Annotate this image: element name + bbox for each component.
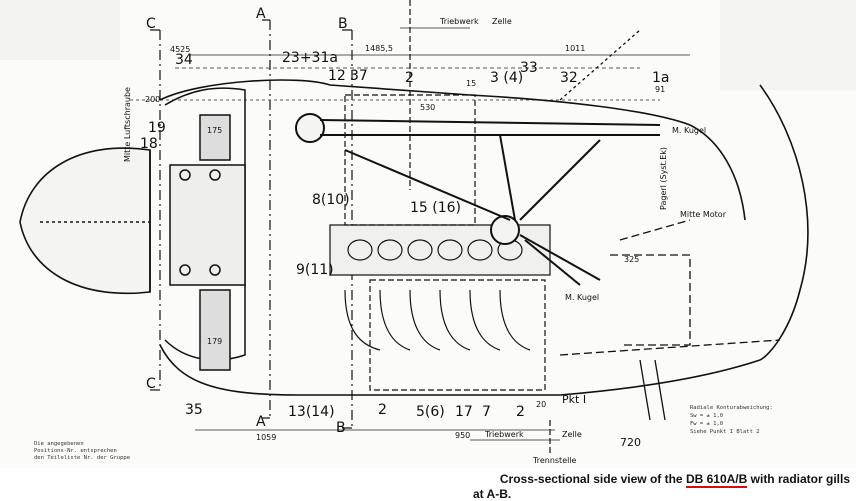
section-b-bottom: B — [336, 420, 346, 436]
part-37: 37 — [350, 68, 368, 84]
section-labels: C C A A B B — [146, 6, 348, 436]
part-13-14: 13(14) — [288, 404, 335, 420]
point-1: Pkt I — [562, 393, 586, 406]
part-3-4: 3 (4) — [490, 70, 523, 86]
note-line: Die angegebenen — [34, 441, 84, 447]
dim-15: 15 — [466, 79, 476, 88]
dim-950: 950 — [455, 431, 470, 440]
part-18: 18 — [140, 136, 158, 152]
dim-4525: 4525 — [170, 45, 190, 54]
part-32: 32 — [560, 70, 578, 86]
caption-after: with radiator gills — [747, 472, 850, 486]
note-line: Siehe Punkt I Blatt 2 — [690, 429, 760, 435]
note-line: Radiale Konturabweichung: — [690, 405, 773, 411]
part-12: 12 — [328, 68, 346, 84]
radiator-gills — [559, 29, 781, 421]
engine-cross-section-drawing: C C A A B B 1485,5 1011 4525 530 15 200 … — [0, 0, 856, 465]
section-b-top: B — [338, 16, 348, 32]
note-line: den Teileliste Nr. der Gruppe — [34, 455, 131, 461]
cowling-front — [164, 87, 246, 371]
note-line: Sw = ± 1,0 — [690, 413, 724, 419]
cowling-shell — [159, 79, 809, 396]
part-19: 19 — [148, 120, 166, 136]
part-7: 7 — [482, 404, 491, 420]
caption-line-2: at A-B. — [473, 487, 512, 501]
dim-530: 530 — [420, 103, 435, 112]
part-35: 35 — [185, 402, 203, 418]
engine-mount-struts — [295, 113, 661, 286]
dim-1485: 1485,5 — [365, 44, 393, 53]
caption-engine-name: DB 610A/B — [685, 472, 748, 488]
part-8-10: 8(10) — [312, 192, 350, 208]
caption-area: Cross-sectional side view of the DB 610A… — [0, 468, 856, 501]
section-c-bottom: C — [146, 376, 156, 392]
paper-smudges — [0, 0, 856, 90]
part-1a: 1a — [652, 70, 670, 86]
part-5-6: 5(6) — [416, 404, 445, 420]
section-c-top: C — [146, 16, 156, 32]
part-33: 33 — [520, 60, 538, 76]
dim-20: 20 — [536, 400, 546, 409]
dim-200: 200 — [145, 95, 160, 104]
part-number-labels: 34 23+31a 12 37 2 3 (4) 33 32 1a 19 18 8… — [140, 50, 670, 420]
section-a-top: A — [256, 6, 266, 22]
mitte-motor: Mitte Motor — [680, 210, 727, 219]
pagerl-label: Pagerl (Syst.Ek) — [659, 147, 668, 210]
dimension-labels: 1485,5 1011 4525 530 15 200 91 175 179 3… — [145, 44, 665, 449]
triebwerk-bottom: Triebwerk — [484, 430, 524, 439]
note-line: Fw = ± 1,0 — [690, 421, 724, 427]
section-a-bottom: A — [256, 414, 266, 430]
propeller-spinner — [19, 147, 151, 295]
dim-1059: 1059 — [256, 433, 276, 442]
caption-before: Cross-sectional side view of the — [499, 472, 686, 486]
part-15-16: 15 (16) — [410, 200, 461, 216]
triebwerk-top: Triebwerk — [439, 17, 479, 26]
trennstelle: Trennstelle — [532, 456, 577, 465]
dim-1011: 1011 — [565, 44, 585, 53]
dim-720: 720 — [620, 436, 641, 449]
dimension-lines — [130, 27, 690, 441]
notes-left: Die angegebenen Positions-Nr. entspreche… — [34, 441, 130, 462]
note-line: Positions-Nr. entsprechen — [34, 448, 117, 454]
part-2-bottom-2: 2 — [516, 404, 525, 420]
figure-caption: Cross-sectional side view of the DB 610A… — [499, 472, 850, 488]
zelle-bottom: Zelle — [562, 430, 582, 439]
zelle-top: Zelle — [492, 17, 512, 26]
annotation-labels: Triebwerk Zelle Triebwerk Zelle Trennste… — [123, 17, 727, 465]
part-9-11: 9(11) — [296, 262, 334, 278]
part-2-bottom-1: 2 — [378, 402, 387, 418]
m-kugel-top: M. Kugel — [672, 126, 706, 135]
mitte-luftschraube: Mitte Luftschraube — [123, 87, 132, 162]
part-17: 17 — [455, 404, 473, 420]
part-2-top: 2 — [405, 70, 414, 86]
part-34: 34 — [175, 52, 193, 68]
dim-325: 325 — [624, 255, 639, 264]
dim-175: 175 — [207, 126, 222, 135]
notes-right: Radiale Konturabweichung: Sw = ± 1,0 Fw … — [690, 404, 773, 436]
dim-179: 179 — [207, 337, 222, 346]
dim-91: 91 — [655, 85, 665, 94]
m-kugel-bottom: M. Kugel — [565, 293, 599, 302]
part-23-31a: 23+31a — [282, 50, 338, 66]
